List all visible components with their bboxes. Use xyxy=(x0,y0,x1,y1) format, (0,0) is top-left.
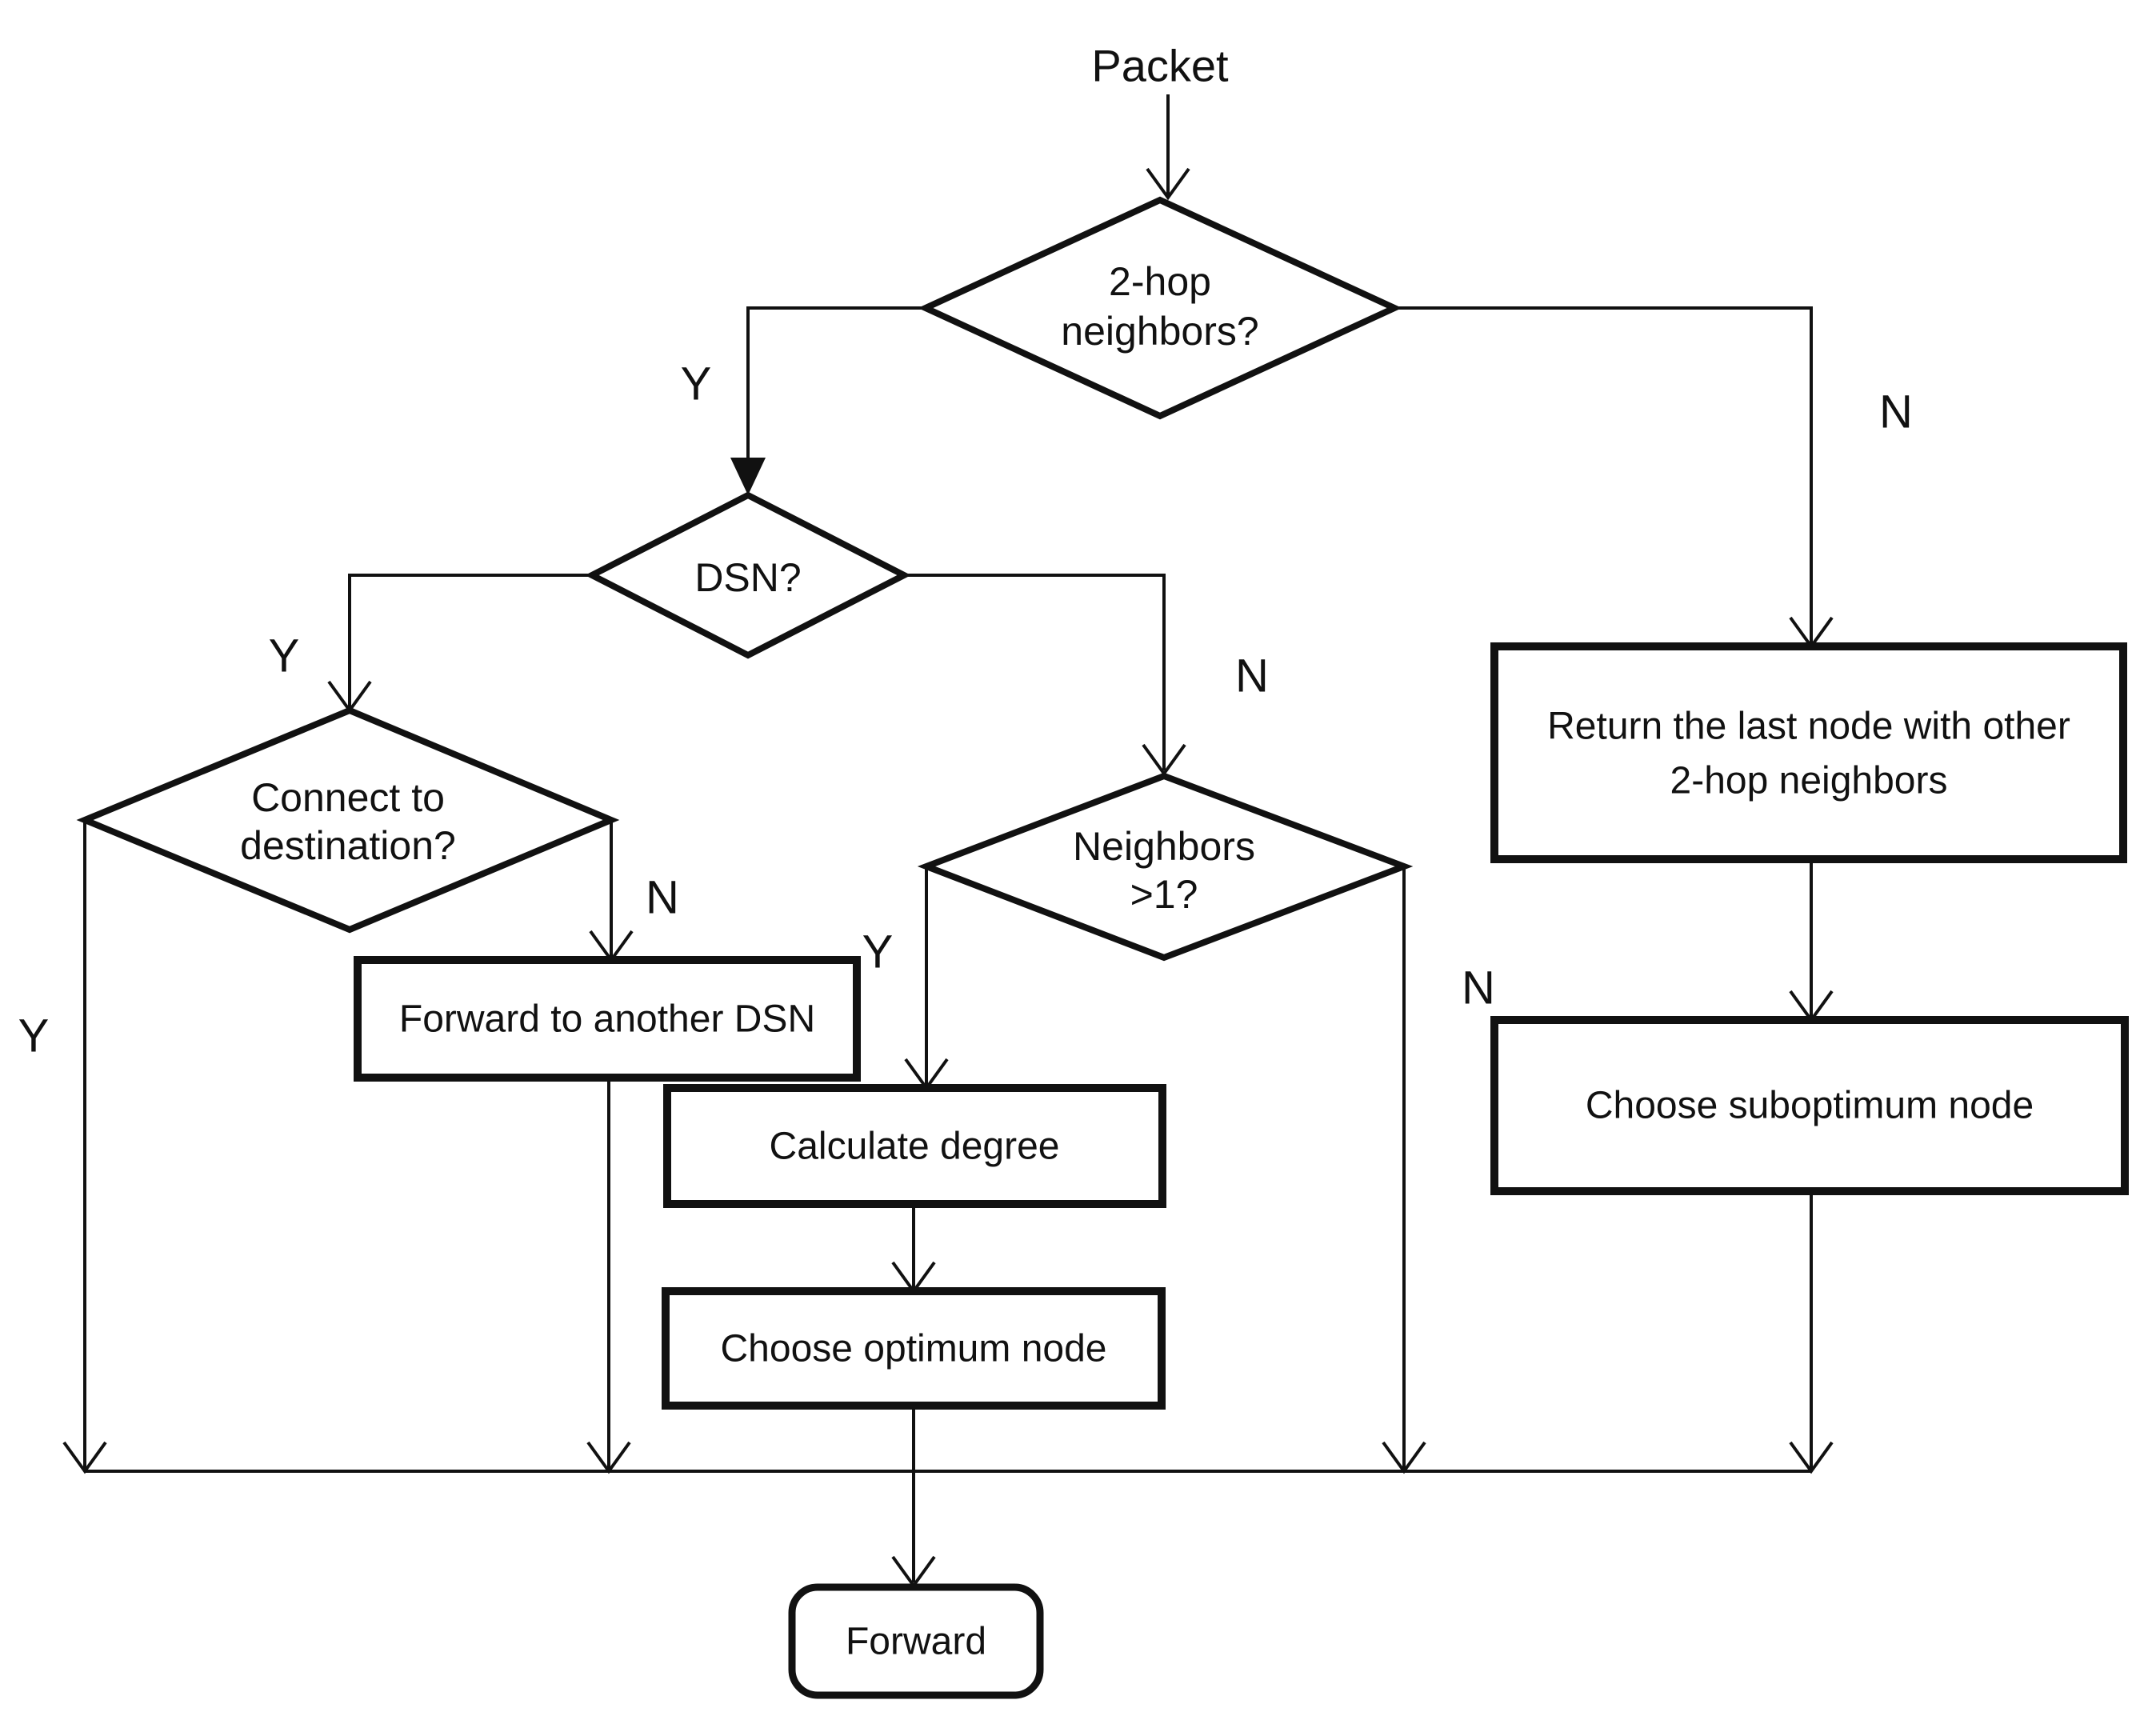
branch-label-neighbors-yes: Y xyxy=(862,926,894,978)
terminal-forward-label: Forward xyxy=(846,1621,986,1663)
process-choose-optimum-label: Choose optimum node xyxy=(721,1328,1107,1370)
branch-label-connect-yes: Y xyxy=(18,1010,50,1062)
terminal-forward xyxy=(788,1583,1044,1699)
process-forward-another-dsn xyxy=(354,956,861,1082)
process-return-last-node xyxy=(1490,642,2127,863)
arrowhead-forwarddsn-merge-icon xyxy=(586,1441,631,1474)
branch-label-neighbors-no: N xyxy=(1462,962,1495,1014)
connector-2hop-no xyxy=(1394,306,1813,643)
arrowhead-suboptimum-merge-icon xyxy=(1789,1441,1834,1474)
process-forward-dsn-label: Forward to another DSN xyxy=(399,998,815,1041)
branch-label-connect-no: N xyxy=(646,872,679,924)
branch-label-2hop-no: N xyxy=(1879,386,1913,438)
decision-neighbors-line1: Neighbors xyxy=(1073,824,1255,869)
decision-dsn-label: DSN? xyxy=(694,555,801,600)
decision-2hop-line1: 2-hop xyxy=(1109,259,1211,304)
decision-2hop-line2: neighbors? xyxy=(1061,309,1258,354)
decision-dsn xyxy=(585,491,911,659)
process-calculate-degree xyxy=(663,1084,1166,1208)
decision-neighbors-line2: >1? xyxy=(1130,872,1198,917)
connector-dsn-no xyxy=(904,574,1166,770)
branch-label-2hop-yes: Y xyxy=(681,358,712,410)
decision-2hop-neighbors xyxy=(918,196,1402,420)
process-return-line2: 2-hop neighbors xyxy=(1670,760,1948,802)
flow-connectors xyxy=(83,94,1813,1582)
process-choose-suboptimum xyxy=(1490,1016,2129,1195)
arrowhead-solid-into-dsn-icon xyxy=(730,458,766,495)
decision-connect-destination xyxy=(76,706,620,934)
decision-connect-line1: Connect to xyxy=(251,775,445,820)
arrowhead-into-2hop-icon xyxy=(1146,167,1190,201)
decision-neighbors-gt1 xyxy=(917,772,1414,962)
arrowhead-neighbors-no-merge-icon xyxy=(1382,1441,1426,1474)
arrowhead-connect-yes-merge-icon xyxy=(62,1441,107,1474)
connector-2hop-yes xyxy=(746,306,926,468)
process-return-line1: Return the last node with other xyxy=(1547,706,2070,748)
start-label: Packet xyxy=(1091,41,1229,91)
branch-label-dsn-yes: Y xyxy=(269,630,300,682)
decision-connect-line2: destination? xyxy=(240,823,456,868)
process-choose-optimum xyxy=(662,1287,1166,1410)
branch-label-dsn-no: N xyxy=(1235,650,1269,702)
connector-dsn-yes xyxy=(348,574,592,707)
process-calc-degree-label: Calculate degree xyxy=(770,1126,1060,1168)
process-choose-suboptimum-label: Choose suboptimum node xyxy=(1586,1085,2034,1127)
